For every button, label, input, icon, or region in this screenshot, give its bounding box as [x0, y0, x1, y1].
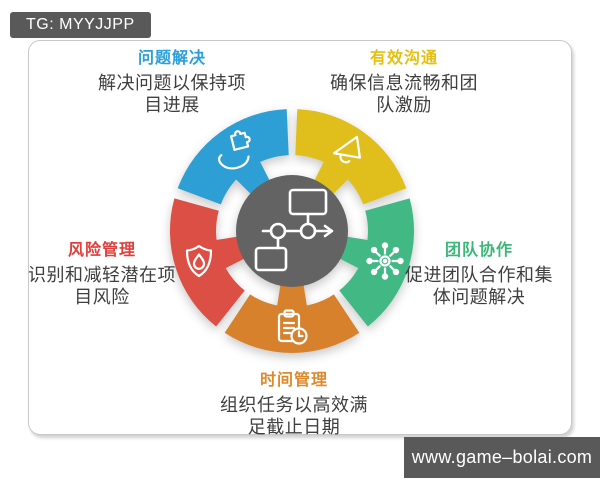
flowchart-icon [254, 188, 334, 272]
clipboard-clock-icon [277, 309, 308, 345]
segment-teamwork [339, 198, 415, 327]
process-wheel [169, 109, 415, 353]
label-problem-solving: 问题解决 解决问题以保持项 目进展 [57, 44, 287, 116]
label-title-risk-management: 风险管理 [67, 242, 136, 259]
label-teamwork: 团队协作 促进团队合作和集 体问题解决 [395, 236, 563, 308]
label-desc-time-management: 组织任务以高效满 足截止日期 [220, 395, 368, 437]
label-title-communication: 有效沟通 [369, 50, 438, 67]
label-desc-risk-management: 识别和减轻潜在项 目风险 [28, 265, 176, 307]
website-badge: www.game–bolai.com [404, 437, 600, 478]
megaphone-icon [332, 135, 361, 164]
shield-flame-icon [185, 244, 213, 278]
hand-puzzle-icon [217, 130, 251, 170]
label-title-time-management: 时间管理 [259, 372, 328, 389]
label-title-problem-solving: 问题解决 [137, 50, 206, 67]
label-communication: 有效沟通 确保信息流畅和团 队激励 [289, 44, 519, 116]
network-hub-icon [366, 242, 404, 280]
label-title-teamwork: 团队协作 [444, 242, 513, 259]
label-desc-problem-solving: 解决问题以保持项 目进展 [98, 73, 246, 115]
segment-problem-solving [177, 109, 289, 205]
label-time-management: 时间管理 组织任务以高效满 足截止日期 [179, 366, 409, 438]
label-desc-communication: 确保信息流畅和团 队激励 [330, 73, 478, 115]
segment-risk-management [169, 198, 245, 327]
label-risk-management: 风险管理 识别和减轻潜在项 目风险 [18, 236, 186, 308]
label-desc-teamwork: 促进团队合作和集 体问题解决 [405, 265, 553, 307]
telegram-badge: TG: MYYJJPP [10, 12, 151, 38]
